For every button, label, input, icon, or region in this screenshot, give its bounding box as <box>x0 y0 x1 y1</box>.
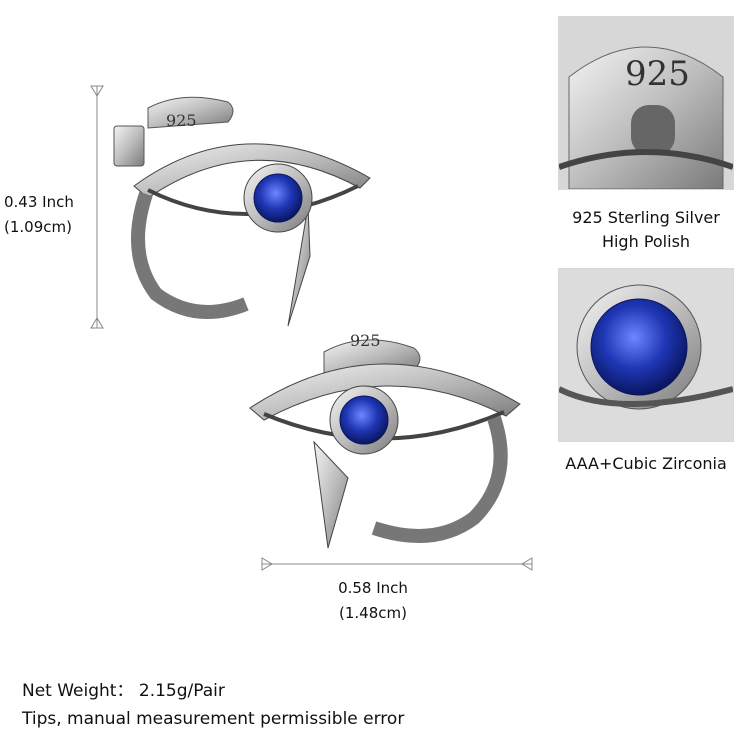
feature-gem-line1: AAA+Cubic Zirconia <box>565 454 727 473</box>
stamp-925-top: 925 <box>166 111 197 130</box>
gem-closeup-image <box>559 269 733 441</box>
feature-silver-line1: 925 Sterling Silver <box>572 208 720 227</box>
width-cm: (1.48cm) <box>339 604 407 622</box>
width-label: 0.58 Inch (1.48cm) <box>328 576 418 626</box>
height-inch: 0.43 Inch <box>4 193 74 211</box>
height-dimension-line <box>90 85 104 329</box>
stamp-925-bottom: 925 <box>350 331 381 350</box>
feature-silver: 925 Sterling Silver High Polish <box>548 206 744 254</box>
net-weight-value: 2.15g/Pair <box>138 681 225 701</box>
stamp-925-closeup: 925 <box>625 54 690 94</box>
net-weight-label: Net Weight： <box>22 681 134 701</box>
feature-silver-line2: High Polish <box>601 232 691 251</box>
earring-bottom-image: 925 <box>249 331 521 549</box>
net-weight: Net Weight： 2.15g/Pair <box>22 678 225 704</box>
height-label: 0.43 Inch (1.09cm) <box>4 190 90 240</box>
earring-top-image: 925 <box>113 96 371 327</box>
width-inch: 0.58 Inch <box>338 579 408 597</box>
detail-gem-closeup <box>558 268 734 442</box>
tips-note: Tips, manual measurement permissible err… <box>22 709 405 729</box>
width-dimension-line <box>261 557 533 571</box>
height-cm: (1.09cm) <box>4 218 72 236</box>
feature-gem: AAA+Cubic Zirconia <box>548 452 744 476</box>
stamp-closeup-image: 925 <box>559 17 733 189</box>
detail-stamp-closeup: 925 <box>558 16 734 190</box>
